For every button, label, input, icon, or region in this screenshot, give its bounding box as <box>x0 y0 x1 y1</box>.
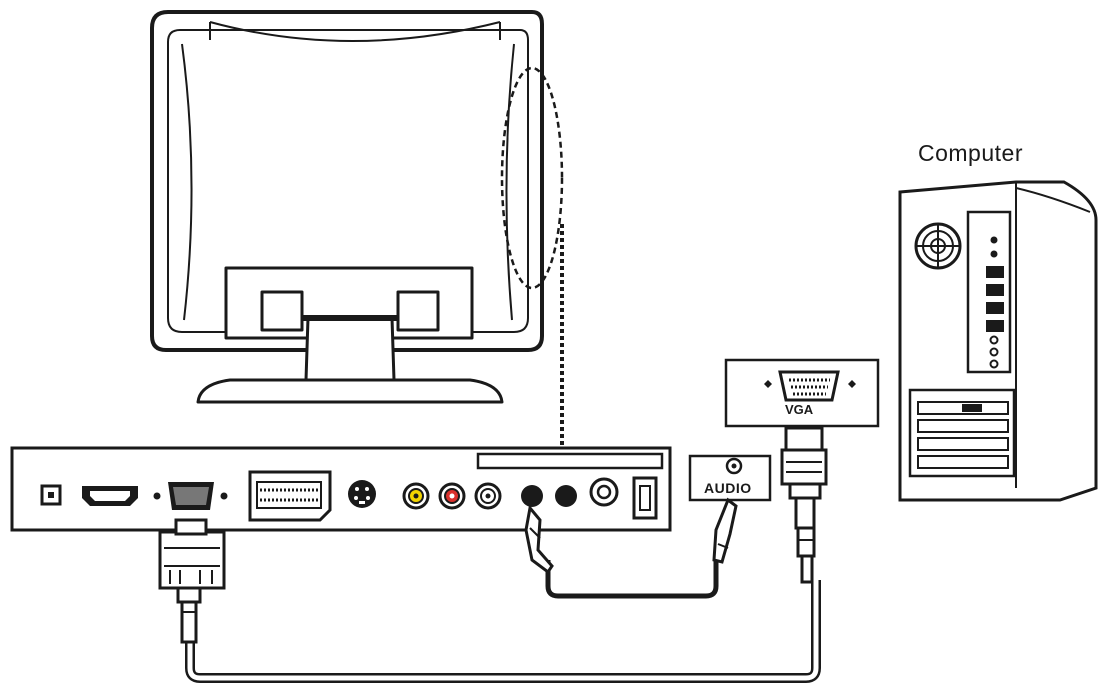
s-video-port-icon <box>348 480 376 508</box>
hdmi-port-icon <box>82 486 138 506</box>
connector-panel <box>10 446 672 532</box>
vga-port-box <box>724 358 880 428</box>
monitor-rear-view <box>150 10 544 404</box>
audio-port-label: AUDIO <box>704 480 752 496</box>
audio-in-jack-icon <box>521 485 543 507</box>
card-slot-icon <box>632 476 658 520</box>
computer-tower <box>898 180 1098 502</box>
computer-label: Computer <box>918 140 1023 166</box>
audio-cable <box>524 497 738 599</box>
vga-cable <box>158 426 828 683</box>
port-highlight-ellipse <box>500 66 564 290</box>
rca-red-port-icon <box>438 482 466 510</box>
fan-grille-icon <box>914 222 962 270</box>
audio-out-jack-icon <box>555 485 577 507</box>
scart-port-icon <box>248 470 332 522</box>
dc-power-port-icon <box>40 484 62 506</box>
vga-port-icon <box>153 482 228 510</box>
antenna-port-icon <box>589 477 619 507</box>
rca-white-port-icon <box>474 482 502 510</box>
rca-yellow-port-icon <box>402 482 430 510</box>
vga-port-label: VGA <box>785 402 814 417</box>
